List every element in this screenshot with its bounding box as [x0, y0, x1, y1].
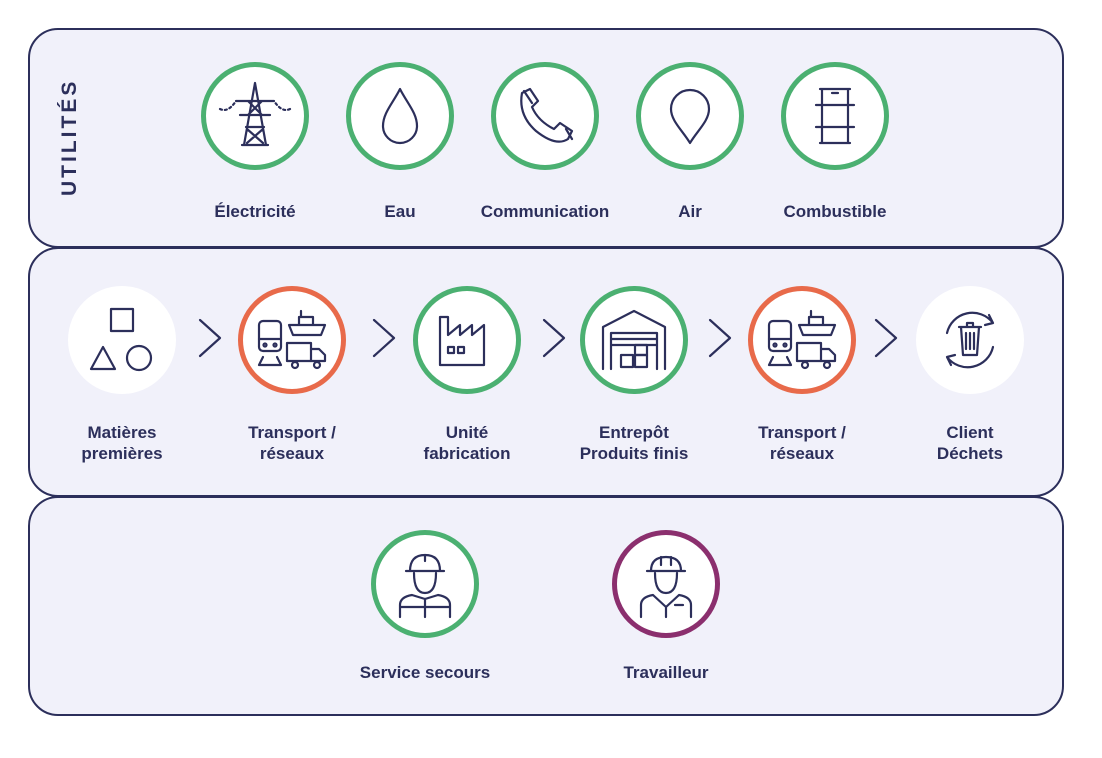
transport-2-label-line1: Transport / — [758, 423, 846, 442]
supply-chain-panel — [28, 247, 1064, 497]
utilities-section-label: UTILITÉS — [58, 78, 81, 196]
factory-label: Unité fabrication — [377, 422, 557, 464]
phone-handset-icon — [520, 87, 574, 143]
transport-1-circle — [238, 286, 346, 394]
communication-circle — [491, 62, 599, 170]
raw-materials-label-line1: Matières — [87, 423, 157, 442]
air-label: Air — [678, 202, 702, 221]
warehouse-icon — [601, 309, 667, 371]
warehouse-label-line2: Produits finis — [579, 444, 689, 463]
chevron-right-icon — [370, 316, 398, 360]
chevron-right-icon — [196, 316, 224, 360]
recycle-bin-icon — [945, 311, 995, 369]
chevron-right-icon — [540, 316, 568, 360]
power-pylon-icon — [218, 81, 292, 147]
chevron-right-icon — [706, 316, 734, 360]
fuel-label: Combustible — [783, 202, 887, 221]
rescue-service-label: Service secours — [359, 663, 491, 682]
warehouse-circle — [580, 286, 688, 394]
worker-circle — [612, 530, 720, 638]
transport-icon — [767, 309, 837, 370]
shapes-icon — [89, 307, 153, 372]
warehouse-label: Entrepôt Produits finis — [544, 422, 724, 464]
electricity-label: Électricité — [214, 202, 296, 221]
transport-2-label: Transport / réseaux — [712, 422, 892, 464]
air-drop-icon — [669, 88, 711, 145]
factory-icon — [438, 315, 486, 367]
worker-icon — [639, 555, 693, 619]
transport-1-label-line1: Transport / — [248, 423, 336, 442]
warehouse-label-line1: Entrepôt — [599, 423, 669, 442]
transport-1-label: Transport / réseaux — [202, 422, 382, 464]
communication-label: Communication — [480, 202, 610, 221]
raw-materials-label: Matières premières — [32, 422, 212, 464]
fuel-circle — [781, 62, 889, 170]
worker-label: Travailleur — [623, 663, 709, 682]
electricity-circle — [201, 62, 309, 170]
factory-label-line1: Unité — [445, 423, 489, 442]
client-waste-label: Client Déchets — [880, 422, 1060, 464]
client-waste-label-line2: Déchets — [936, 444, 1004, 463]
factory-label-line2: fabrication — [423, 444, 511, 463]
transport-2-circle — [748, 286, 856, 394]
air-circle — [636, 62, 744, 170]
client-waste-circle — [916, 286, 1024, 394]
client-waste-label-line1: Client — [946, 423, 994, 442]
people-panel — [28, 496, 1064, 716]
factory-circle — [413, 286, 521, 394]
transport-1-label-line2: réseaux — [259, 444, 325, 463]
raw-materials-label-line2: premières — [81, 444, 163, 463]
transport-2-label-line2: réseaux — [769, 444, 835, 463]
rescue-service-circle — [371, 530, 479, 638]
firefighter-icon — [398, 553, 452, 619]
transport-icon — [257, 309, 327, 370]
chevron-right-icon — [872, 316, 900, 360]
water-label: Eau — [384, 202, 416, 221]
fuel-barrel-icon — [814, 87, 856, 145]
raw-materials-circle — [68, 286, 176, 394]
water-circle — [346, 62, 454, 170]
water-drop-icon — [381, 87, 419, 145]
